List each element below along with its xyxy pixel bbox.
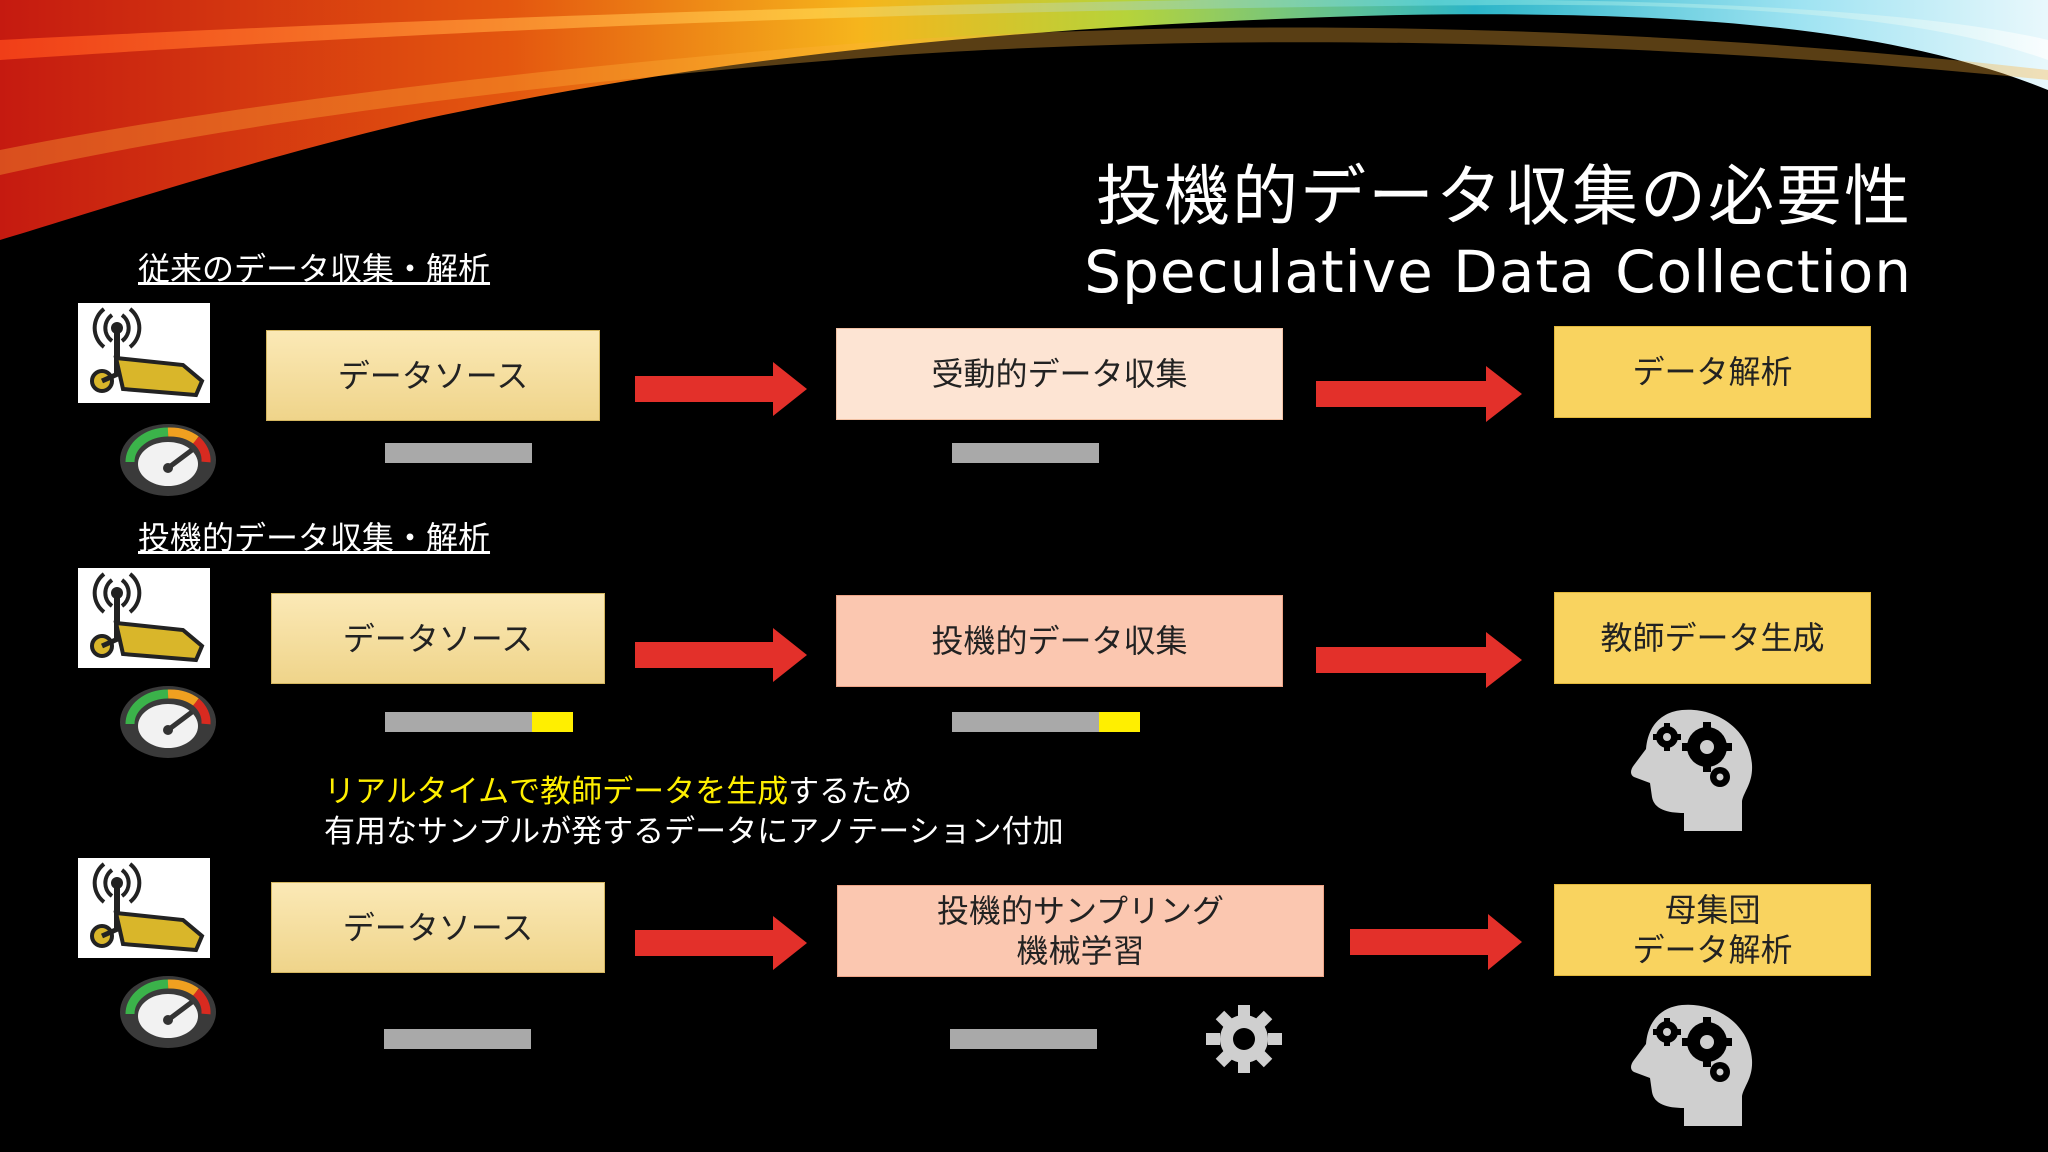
slide-title-english: Speculative Data Collection — [1084, 238, 1912, 306]
section-label-speculative: 投機的データ収集・解析 — [138, 519, 491, 557]
passive-collection-box: 受動的データ収集 — [836, 328, 1283, 420]
data-source-box: データソース — [271, 882, 605, 973]
population-analysis-box: 母集団 データ解析 — [1554, 884, 1871, 976]
head-with-gears-icon — [1622, 1000, 1762, 1130]
slide-title-japanese: 投機的データ収集の必要性 — [1096, 158, 1912, 235]
note-line-1-rest: するため — [788, 774, 913, 810]
speculative-sampling-line-2: 機械学習 — [1016, 932, 1145, 970]
speedometer-gauge-icon — [118, 418, 218, 498]
training-data-generation-box: 教師データ生成 — [1554, 592, 1871, 684]
annotation-highlight-bar — [532, 712, 573, 732]
decorative-swoosh — [0, 0, 2048, 240]
speedometer-gauge-icon — [118, 680, 218, 760]
data-volume-bar — [952, 443, 1099, 463]
data-volume-bar — [950, 1029, 1097, 1049]
population-analysis-line-1: 母集団 — [1664, 891, 1761, 929]
speculative-collection-box: 投機的データ収集 — [836, 595, 1283, 687]
right-arrow-icon — [635, 362, 807, 416]
gear-icon — [1205, 1004, 1283, 1074]
head-with-gears-icon — [1622, 705, 1762, 835]
section-label-conventional: 従来のデータ収集・解析 — [138, 250, 491, 288]
wifi-camera-sensor-icon — [78, 858, 210, 958]
note-line-1: リアルタイムで教師データを生成するため — [324, 772, 912, 813]
data-volume-bar — [952, 712, 1099, 732]
data-source-box: データソース — [266, 330, 600, 421]
note-highlight-text: リアルタイムで教師データを生成 — [324, 774, 789, 810]
note-line-2: 有用なサンプルが発するデータにアノテーション付加 — [324, 814, 1064, 850]
right-arrow-icon — [635, 628, 807, 682]
data-volume-bar — [385, 712, 532, 732]
data-source-box: データソース — [271, 593, 605, 684]
right-arrow-icon — [1316, 366, 1522, 422]
population-analysis-line-2: データ解析 — [1632, 931, 1793, 969]
right-arrow-icon — [1316, 632, 1522, 688]
wifi-camera-sensor-icon — [78, 568, 210, 668]
annotation-highlight-bar — [1099, 712, 1140, 732]
speculative-sampling-box: 投機的サンプリング 機械学習 — [837, 885, 1324, 977]
data-volume-bar — [384, 1029, 531, 1049]
data-volume-bar — [385, 443, 532, 463]
speedometer-gauge-icon — [118, 970, 218, 1050]
data-analysis-box: データ解析 — [1554, 326, 1871, 418]
right-arrow-icon — [635, 916, 807, 970]
right-arrow-icon — [1350, 914, 1522, 970]
speculative-sampling-line-1: 投機的サンプリング — [936, 892, 1225, 930]
wifi-camera-sensor-icon — [78, 303, 210, 403]
